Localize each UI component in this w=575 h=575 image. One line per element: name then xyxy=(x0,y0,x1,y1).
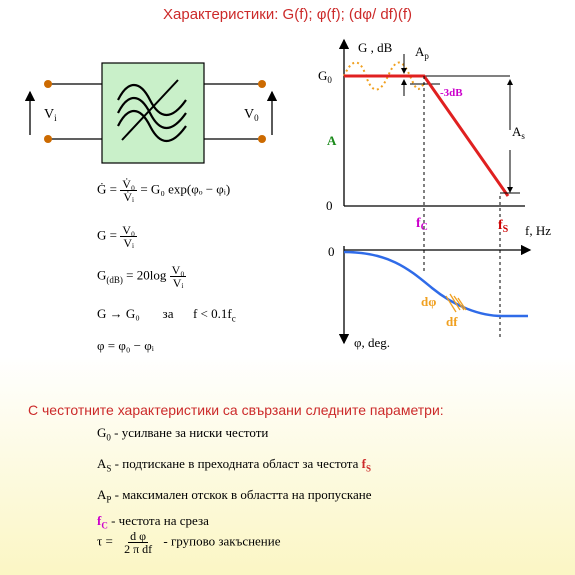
param-fc: fC - честота на среза xyxy=(97,513,209,531)
slope-hatch xyxy=(445,293,467,313)
gain-y-axis-label: G , dB xyxy=(358,40,393,55)
equation-phase: φ = φ₀ − φᵢ xyxy=(97,338,154,353)
frequency-axis-label: f, Hz xyxy=(525,223,551,238)
parameters-heading: С честотните характеристики са свързани … xyxy=(28,402,444,418)
terminal-dot xyxy=(44,135,52,143)
fc-label: fC xyxy=(416,216,428,233)
dphi-label: dφ xyxy=(421,294,436,309)
passband-ripple xyxy=(343,61,425,91)
sine-waves-icon xyxy=(117,79,187,143)
terminal-dot xyxy=(258,135,266,143)
page-title: Характеристики: G(f); φ(f); (dφ/ df)(f) xyxy=(163,6,412,23)
gain-response-line xyxy=(344,74,510,197)
minus3db-label: -3dB xyxy=(440,87,463,99)
input-voltage-label: Vi xyxy=(44,107,57,123)
g0-label: G0 xyxy=(318,68,332,85)
param-as: AS - подтискане в преходната област за ч… xyxy=(97,456,372,474)
terminal-dot xyxy=(258,80,266,88)
ap-label: Ap xyxy=(415,44,429,61)
a-axis-label: A xyxy=(327,133,337,148)
param-g0: G0 - усилване за ниски честоти xyxy=(97,425,269,443)
param-ap: AP - максимален отскок в областта на про… xyxy=(97,487,372,505)
phase-y-axis-label: φ, deg. xyxy=(354,335,390,350)
gain-zero-label: 0 xyxy=(326,198,333,213)
df-label: df xyxy=(446,314,458,329)
phase-zero-label: 0 xyxy=(328,244,335,259)
as-label: As xyxy=(512,124,525,141)
output-voltage-label: V0 xyxy=(244,107,259,123)
phase-response-line xyxy=(343,250,528,318)
equation-low-frequency-gain: G → G₀ за f < 0.1fc xyxy=(97,306,236,324)
fs-label: fS xyxy=(498,218,509,235)
terminal-dot xyxy=(44,80,52,88)
